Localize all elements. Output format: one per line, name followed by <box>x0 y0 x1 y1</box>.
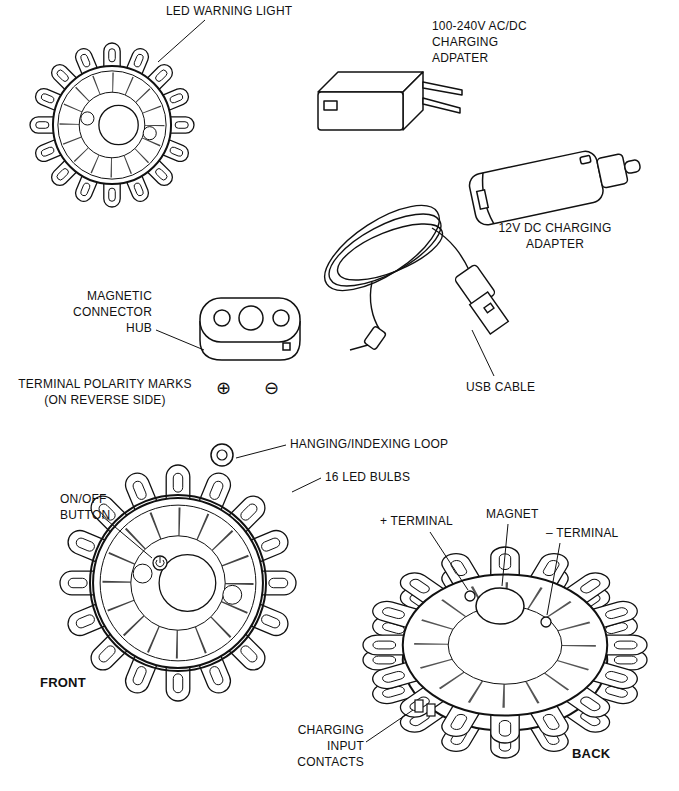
front-view-light <box>60 444 296 701</box>
polarity-symbol: ⊖ <box>264 378 279 398</box>
part-name: 100-240V AC/DC CHARGING ADPATER <box>432 18 532 66</box>
feature-label: 16 LED BULBS <box>325 469 410 485</box>
back-view-light <box>363 547 647 758</box>
wall-adapter <box>318 72 462 130</box>
view-label: BACK <box>572 746 610 762</box>
feature-label: + TERMINAL <box>380 513 453 529</box>
car-adapter <box>467 141 645 227</box>
connector-hub <box>200 298 300 360</box>
feature-label: HANGING/INDEXING LOOP <box>290 436 448 452</box>
feature-label: – TERMINAL <box>546 525 618 541</box>
note-text: TERMINAL POLARITY MARKS (ON REVERSE SIDE… <box>14 376 196 408</box>
part-name: LED WARNING LIGHT <box>166 3 292 19</box>
part-name: MAGNETIC CONNECTOR HUB <box>58 288 152 336</box>
part-name: USB CABLE <box>466 379 535 395</box>
feature-label: MAGNET <box>486 506 539 522</box>
part-name: 12V DC CHARGING ADAPTER <box>488 220 622 252</box>
feature-label: CHARGING INPUT CONTACTS <box>292 722 364 770</box>
usb-cable <box>312 189 508 350</box>
feature-label: ON/OFF BUTTON <box>60 491 118 523</box>
view-label: FRONT <box>40 675 86 691</box>
led-warning-light <box>30 43 194 207</box>
polarity-symbol: ⊕ <box>216 378 231 398</box>
